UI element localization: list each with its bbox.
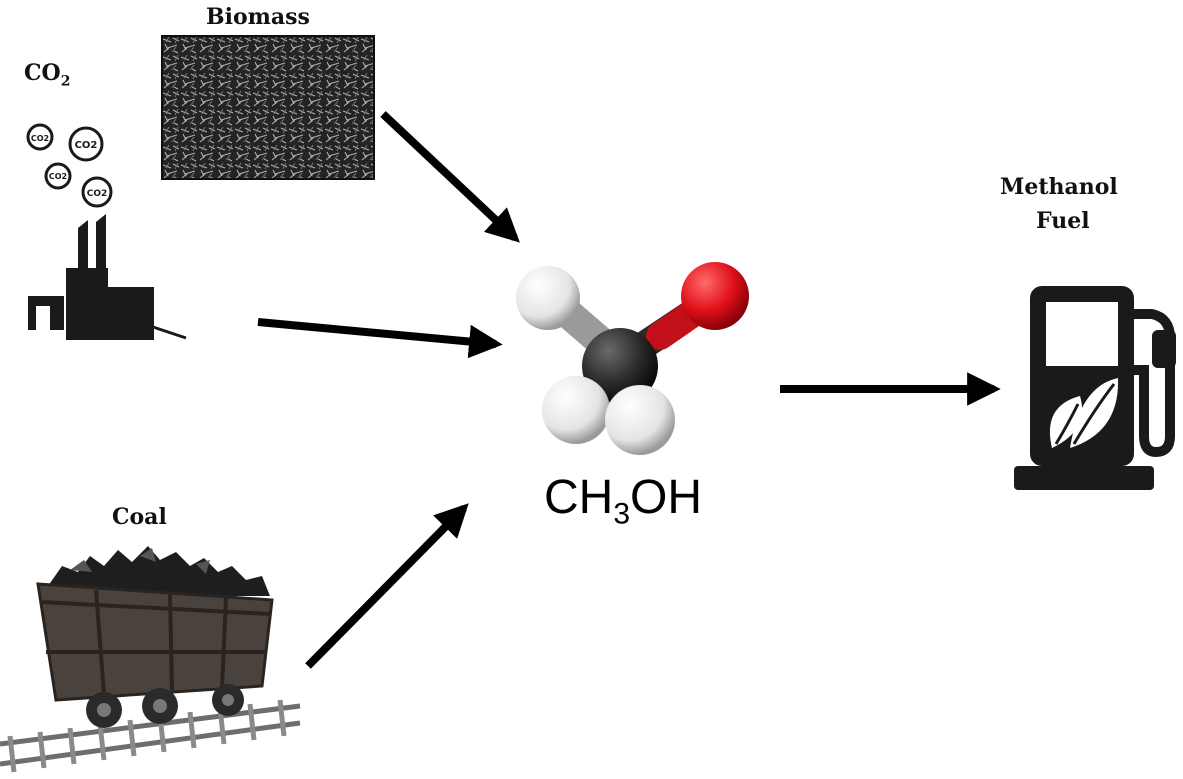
co2-bubble-icon: CO2 bbox=[68, 126, 104, 162]
co2-bubble-icon: CO2 bbox=[81, 176, 113, 208]
hydrogen-atom bbox=[516, 266, 580, 330]
hydrogen-atom bbox=[542, 376, 610, 444]
arrow-biomass-to-methanol bbox=[380, 111, 520, 243]
co2-label: CO2 bbox=[24, 60, 70, 89]
oxygen-atom bbox=[681, 262, 749, 330]
svg-text:CO2: CO2 bbox=[49, 172, 67, 181]
svg-text:CO2: CO2 bbox=[75, 140, 98, 151]
formula-part2: OH bbox=[630, 471, 703, 524]
rail-track bbox=[0, 699, 301, 773]
coal-cart-icon bbox=[0, 546, 301, 773]
co2-bubble-icon: CO2 bbox=[44, 162, 72, 190]
svg-text:CO2: CO2 bbox=[87, 189, 108, 199]
leaf-icon bbox=[1049, 378, 1119, 448]
cart-wheel-icon bbox=[86, 684, 244, 728]
methanol-fuel-label-line1: Methanol bbox=[1000, 174, 1118, 200]
co2-label-base: CO bbox=[24, 60, 61, 86]
co2-bubble-icon: CO2 bbox=[26, 123, 54, 151]
methanol-fuel-label-line2: Fuel bbox=[1036, 208, 1090, 234]
formula-part1: CH bbox=[544, 471, 614, 524]
arrow-coal-to-methanol bbox=[305, 503, 469, 669]
arrow-co2-to-methanol bbox=[257, 318, 503, 359]
biomass-image bbox=[161, 35, 375, 180]
carbon-atom bbox=[582, 328, 658, 404]
hydrogen-atom bbox=[605, 385, 675, 455]
co2-label-subscript: 2 bbox=[60, 73, 71, 90]
fuel-pump-icon bbox=[1014, 286, 1176, 490]
biomass-label: Biomass bbox=[206, 4, 310, 30]
factory-icon: CO2 CO2 CO2 CO2 bbox=[26, 123, 187, 340]
svg-text:CO2: CO2 bbox=[31, 134, 49, 143]
methanol-formula: CH3OH bbox=[544, 470, 702, 532]
methanol-molecule bbox=[516, 262, 749, 455]
formula-subscript: 3 bbox=[613, 497, 631, 531]
coal-label: Coal bbox=[112, 504, 167, 530]
